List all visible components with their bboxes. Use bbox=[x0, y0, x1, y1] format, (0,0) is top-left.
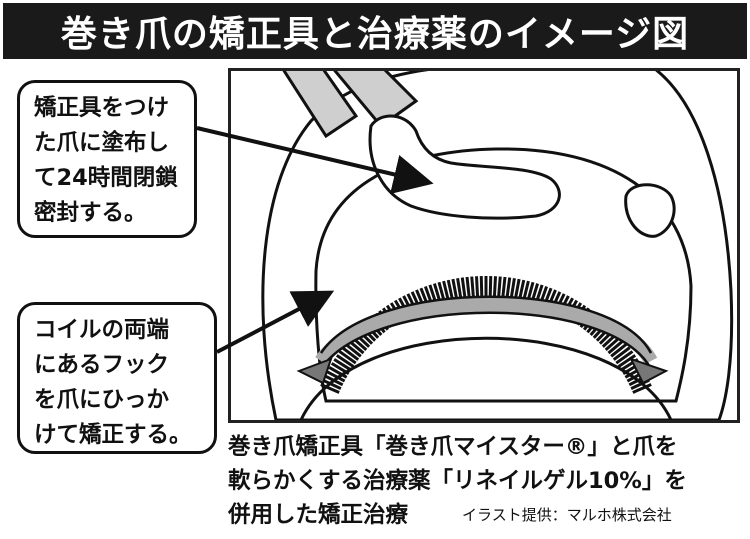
coil-bristle bbox=[518, 279, 526, 300]
coil-bristle bbox=[333, 358, 352, 372]
coil-bristle bbox=[632, 383, 652, 394]
coil-bristle bbox=[479, 276, 484, 297]
callout-1-line-2: た爪に塗布し bbox=[34, 130, 170, 156]
coil-bristle bbox=[344, 342, 362, 358]
coil-bristle bbox=[617, 354, 637, 368]
coil-bristle bbox=[446, 279, 454, 300]
title-bar: 巻き爪の矯正具と治療薬のイメージ図 bbox=[3, 3, 747, 59]
callout-gel-application: 矯正具をつけ た爪に塗布し て24時間閉鎖 密封する。 bbox=[17, 80, 197, 238]
nail-inner-curve bbox=[299, 336, 673, 420]
coil-bristle bbox=[612, 346, 631, 361]
coil-bristle bbox=[322, 378, 342, 390]
gel-band-outline-inner bbox=[319, 311, 653, 370]
coil-bristle bbox=[442, 280, 450, 301]
callout-2-line-2: にあるフック bbox=[34, 352, 170, 378]
callout-1-line-1: 矯正具をつけ bbox=[34, 95, 170, 121]
gel-band bbox=[315, 297, 658, 366]
coil-bristle bbox=[456, 278, 463, 299]
coil-bristle bbox=[341, 346, 360, 361]
applicator-tube-2 bbox=[333, 71, 419, 129]
callout-2-line-4: けて矯正する。 bbox=[34, 422, 192, 448]
coil-bristle bbox=[320, 383, 340, 394]
callout-coil-hooks: コイルの両端 にあるフック を爪にひっか けて矯正する。 bbox=[17, 302, 217, 454]
illustration-credit: イラスト提供：マルホ株式会社 bbox=[462, 506, 672, 524]
coil-bristle bbox=[505, 277, 512, 298]
callout-1-line-4: 密封する。 bbox=[34, 200, 147, 226]
hook-right bbox=[629, 357, 669, 385]
coil-bristle bbox=[615, 350, 634, 365]
hook-left bbox=[296, 357, 333, 385]
coil-bristle bbox=[474, 276, 480, 297]
coil-bristle bbox=[610, 342, 628, 358]
coil-bristle bbox=[492, 276, 498, 297]
callout-2-line-3: を爪にひっか bbox=[34, 387, 170, 413]
gel-drop-right bbox=[624, 183, 676, 238]
illustration-frame bbox=[228, 68, 740, 423]
coil-bristle bbox=[460, 277, 467, 298]
caption-line-2: 軟らかくする治療薬「リネイルゲル10%」を bbox=[228, 468, 687, 494]
caption-line-1: 巻き爪矯正具「巻き爪マイスター®」と爪を bbox=[228, 434, 678, 460]
coil-bristle bbox=[513, 278, 521, 300]
coil-bristle bbox=[465, 276, 471, 298]
callout-1-line-3: て24時間閉鎖 bbox=[34, 165, 178, 191]
coil-bristle bbox=[328, 366, 348, 379]
coil-bristle bbox=[509, 278, 516, 299]
coil-bristle bbox=[326, 370, 346, 383]
coil-bristle bbox=[501, 276, 507, 298]
coil-bristle bbox=[470, 276, 475, 297]
nail-brace-illustration bbox=[261, 71, 734, 420]
coil-bristle bbox=[451, 278, 459, 300]
coil-bristle bbox=[607, 339, 625, 355]
caption-line-3: 併用した矯正治療 bbox=[228, 502, 409, 528]
caption: 巻き爪矯正具「巻き爪マイスター®」と爪を 軟らかくする治療薬「リネイルゲル10%… bbox=[228, 430, 744, 532]
callout-2-line-1: コイルの両端 bbox=[34, 317, 170, 343]
coil-bristle bbox=[338, 350, 357, 365]
coil-bristle bbox=[488, 276, 493, 297]
gel-band-outline bbox=[319, 295, 653, 354]
diagram-title: 巻き爪の矯正具と治療薬のイメージ図 bbox=[60, 14, 690, 55]
coil-bristle bbox=[497, 276, 502, 297]
coil-bristle bbox=[335, 354, 355, 368]
applicator-tube bbox=[282, 71, 359, 139]
